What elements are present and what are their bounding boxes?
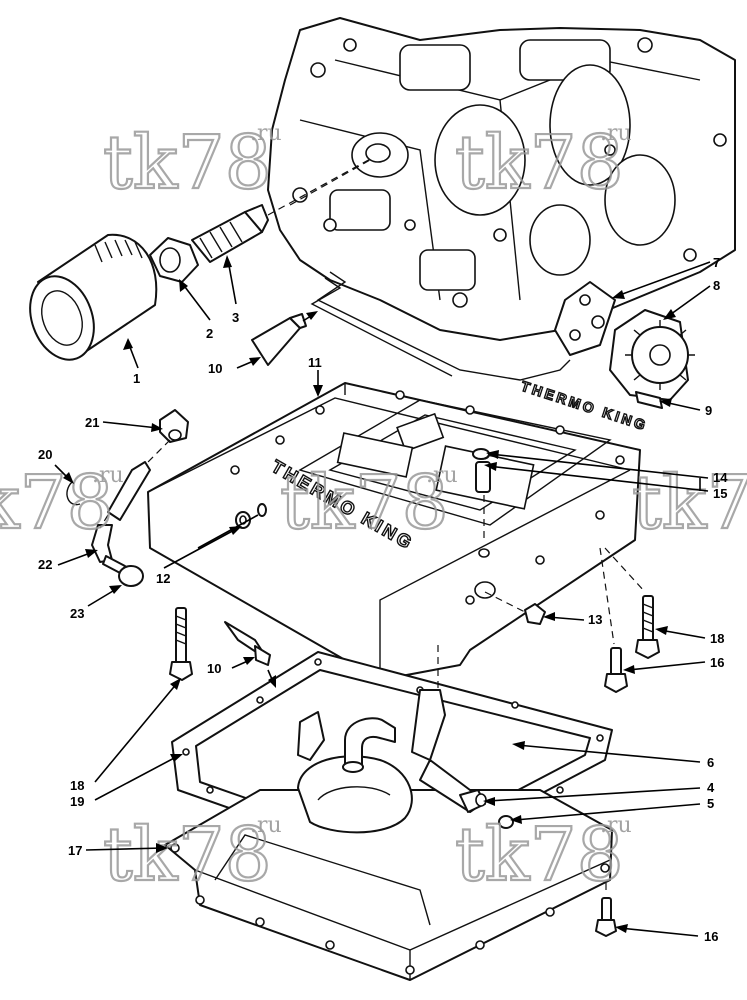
callout-labels: 1 2 3 4 5 6 7 8 9 10 10 11 12 13 14 15 1… bbox=[38, 255, 728, 944]
callout-5: 5 bbox=[707, 796, 714, 811]
sealant-tube-lower bbox=[224, 621, 271, 666]
watermark-suffix: .ru bbox=[250, 813, 282, 838]
callout-12: 12 bbox=[156, 571, 170, 586]
callout-20: 20 bbox=[38, 447, 52, 462]
pipe-4 bbox=[459, 789, 487, 813]
callout-13: 13 bbox=[588, 612, 602, 627]
callout-10-upper: 10 bbox=[208, 361, 222, 376]
bolt-16-bottom bbox=[595, 835, 617, 937]
relief-valve-nut bbox=[149, 237, 199, 283]
callout-6: 6 bbox=[707, 755, 714, 770]
watermark-suffix: .ru bbox=[426, 463, 458, 488]
callout-8: 8 bbox=[713, 278, 720, 293]
callout-22: 22 bbox=[38, 557, 52, 572]
callout-2: 2 bbox=[206, 326, 213, 341]
callout-19: 19 bbox=[70, 794, 84, 809]
watermark-text: tk78 bbox=[0, 460, 114, 546]
callout-21: 21 bbox=[85, 415, 99, 430]
oil-pump-assembly bbox=[554, 281, 695, 409]
bolt-16-right bbox=[599, 547, 628, 693]
watermark-text: tk78 bbox=[280, 460, 449, 546]
callout-23: 23 bbox=[70, 606, 84, 621]
watermark-text: tk78 bbox=[103, 120, 272, 206]
upper-gasket bbox=[310, 271, 571, 381]
callout-7: 7 bbox=[713, 255, 720, 270]
leader-lines bbox=[54, 255, 711, 937]
oil-filter bbox=[29, 233, 158, 361]
watermark-text: tk78 bbox=[632, 460, 747, 546]
watermark-text: tk78 bbox=[455, 120, 624, 206]
callout-15: 15 bbox=[713, 486, 727, 501]
o-ring-5 bbox=[498, 815, 514, 829]
callout-14: 14 bbox=[713, 470, 728, 485]
callout-3: 3 bbox=[232, 310, 239, 325]
engine-block bbox=[267, 17, 736, 341]
relief-valve bbox=[191, 157, 373, 263]
callout-18-left: 18 bbox=[70, 778, 84, 793]
callout-4: 4 bbox=[707, 780, 715, 795]
watermark-suffix: .ru bbox=[92, 463, 124, 488]
watermark-suffix: .ru bbox=[600, 813, 632, 838]
callout-11: 11 bbox=[308, 355, 322, 370]
watermarks: tk78 .ru tk78 .ru tk78 .ru tk78 .ru tk78… bbox=[0, 119, 747, 899]
callout-16-right: 16 bbox=[710, 655, 724, 670]
callout-10-lower: 10 bbox=[207, 661, 221, 676]
watermark-suffix: .ru bbox=[600, 121, 632, 146]
hose-assembly bbox=[66, 409, 189, 587]
sealant-tube-upper bbox=[251, 313, 307, 366]
plug-13 bbox=[484, 591, 546, 625]
callout-16-bottom: 16 bbox=[704, 929, 718, 944]
lower-oil-pan bbox=[164, 789, 613, 981]
callout-18-right: 18 bbox=[710, 631, 724, 646]
bolt-18-right bbox=[604, 547, 660, 659]
watermark-suffix: .ru bbox=[250, 121, 282, 146]
watermark-text: tk78 bbox=[103, 812, 272, 898]
callout-9: 9 bbox=[705, 403, 712, 418]
bolt-18-left bbox=[169, 607, 193, 681]
callout-1: 1 bbox=[133, 371, 140, 386]
callout-17: 17 bbox=[68, 843, 82, 858]
watermark-text: tk78 bbox=[455, 812, 624, 898]
